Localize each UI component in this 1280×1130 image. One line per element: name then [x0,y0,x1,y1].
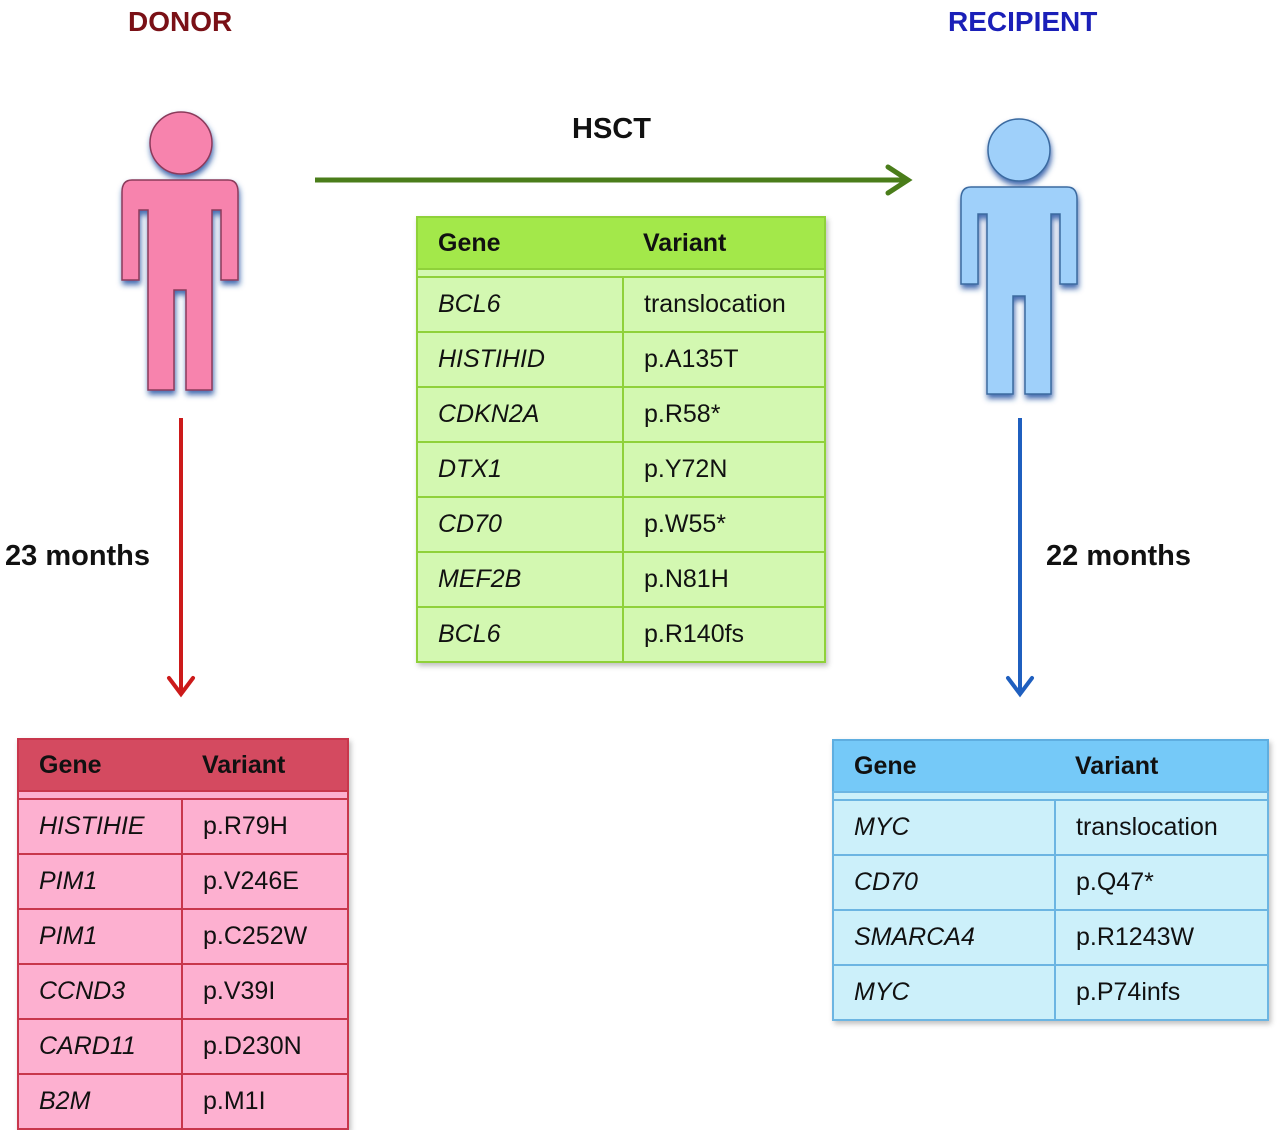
variant-cell: p.R79H [181,798,349,855]
gene-cell: CD70 [832,854,1056,911]
variant-cell: translocation [622,276,826,333]
gene-cell: DTX1 [416,441,624,498]
gene-column-header: Gene [18,739,182,791]
gene-cell: B2M [17,1073,183,1130]
variant-cell: p.Y72N [622,441,826,498]
donor-interval-label: 23 months [5,540,151,572]
header-divider [416,268,826,278]
variant-cell: p.V246E [181,853,349,910]
gene-column-header: Gene [833,740,1055,792]
donor-title: DONOR [128,6,233,37]
hsct-arrow [315,164,913,196]
variant-cell: p.N81H [622,551,826,608]
variant-cell: p.A135T [622,331,826,388]
recipient-interval-label: 22 months [1046,540,1192,572]
gene-cell: CDKN2A [416,386,624,443]
variant-cell: p.R1243W [1054,909,1269,966]
variant-cell: p.C252W [181,908,349,965]
gene-cell: CCND3 [17,963,183,1020]
gene-cell: BCL6 [416,606,624,663]
recipient-person-icon [960,118,1078,395]
gene-cell: HISTIHIE [17,798,183,855]
gene-cell: CARD11 [17,1018,183,1075]
header-divider [17,790,349,800]
gene-cell: BCL6 [416,276,624,333]
donor-person-icon [121,111,239,391]
gene-cell: MYC [832,799,1056,856]
variant-cell: p.M1I [181,1073,349,1130]
header-divider [832,791,1269,801]
variant-cell: p.R58* [622,386,826,443]
gene-cell: SMARCA4 [832,909,1056,966]
recipient-time-arrow [1006,418,1034,698]
gene-cell: MEF2B [416,551,624,608]
donor-time-arrow [167,418,195,698]
hsct-label: HSCT [572,113,651,145]
variant-cell: p.V39I [181,963,349,1020]
variant-column-header: Variant [1055,740,1268,792]
gene-column-header: Gene [417,217,623,269]
recipient-title: RECIPIENT [948,6,1098,37]
variant-cell: translocation [1054,799,1269,856]
gene-cell: PIM1 [17,853,183,910]
variant-column-header: Variant [623,217,825,269]
gene-cell: HISTIHID [416,331,624,388]
gene-cell: MYC [832,964,1056,1021]
variant-cell: p.R140fs [622,606,826,663]
variant-cell: p.Q47* [1054,854,1269,911]
variant-cell: p.P74infs [1054,964,1269,1021]
gene-cell: PIM1 [17,908,183,965]
variant-cell: p.W55* [622,496,826,553]
variant-column-header: Variant [182,739,348,791]
variant-cell: p.D230N [181,1018,349,1075]
gene-cell: CD70 [416,496,624,553]
